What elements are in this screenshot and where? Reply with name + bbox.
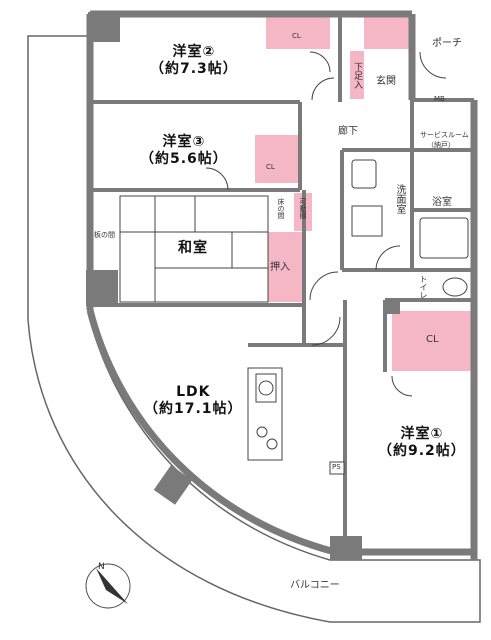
fixtures (329, 159, 469, 475)
movable-shelf-label: 可動棚 (299, 198, 307, 219)
closet-western1 (392, 311, 471, 371)
closet-western2 (266, 14, 330, 49)
balcony-label: バルコニー (290, 580, 340, 591)
room-western1-area: （約9.2帖） (378, 442, 466, 459)
closet-western2-label: CL (292, 32, 301, 40)
room-western3-name: 洋室③ (162, 134, 206, 150)
kitchen (247, 367, 283, 461)
tatami (119, 195, 269, 303)
room-western3-area: （約5.6帖） (140, 150, 228, 167)
washroom-label: 洗面室 (394, 184, 405, 214)
room-western3: 洋室③ （約5.6帖） (140, 134, 228, 168)
room-western2-name: 洋室② (172, 44, 216, 60)
service-room-label: サービスルーム (420, 131, 469, 139)
bathroom-label: 浴室 (432, 197, 452, 208)
oshiire-label: 押入 (270, 262, 290, 273)
room-western1: 洋室① （約9.2帖） (378, 426, 466, 460)
room-ldk-name: LDK (176, 384, 211, 400)
room-ldk: LDK （約17.1帖） (144, 384, 243, 418)
door-swings (205, 51, 447, 397)
room-western1-name: 洋室① (400, 426, 444, 442)
closet-western1-label: CL (426, 334, 439, 345)
itanoma-label: 板の間 (94, 231, 115, 239)
room-japanese: 和室 (178, 240, 208, 257)
north-compass (85, 563, 131, 609)
tokonoma-label: 床の間 (277, 198, 285, 219)
north-label: N (98, 562, 105, 572)
balcony-outline (27, 35, 481, 623)
room-japanese-name: 和室 (178, 240, 208, 256)
shoe-box (350, 51, 364, 99)
room-ldk-area: （約17.1帖） (144, 400, 243, 417)
wall-posts (86, 12, 400, 560)
room-western2: 洋室② （約7.3帖） (150, 44, 238, 78)
closet-western3-label: CL (266, 163, 275, 171)
entrance-label: 玄関 (376, 76, 396, 87)
ps-label: PS (332, 463, 341, 471)
closet-western2-b (364, 14, 409, 49)
room-western2-area: （約7.3帖） (150, 60, 238, 77)
shoe-box-label: 下足入 (352, 62, 362, 89)
walls (86, 10, 478, 560)
oshiire (268, 232, 304, 302)
interior-walls (90, 14, 474, 552)
closet-western3 (255, 135, 301, 183)
storage-closet-label: （納戸） (427, 141, 455, 149)
porch-label: ポーチ (432, 38, 462, 49)
hallway-label: 廊下 (338, 126, 358, 137)
toilet-label: トイレ (419, 275, 428, 299)
mb-label: MB (434, 95, 445, 103)
